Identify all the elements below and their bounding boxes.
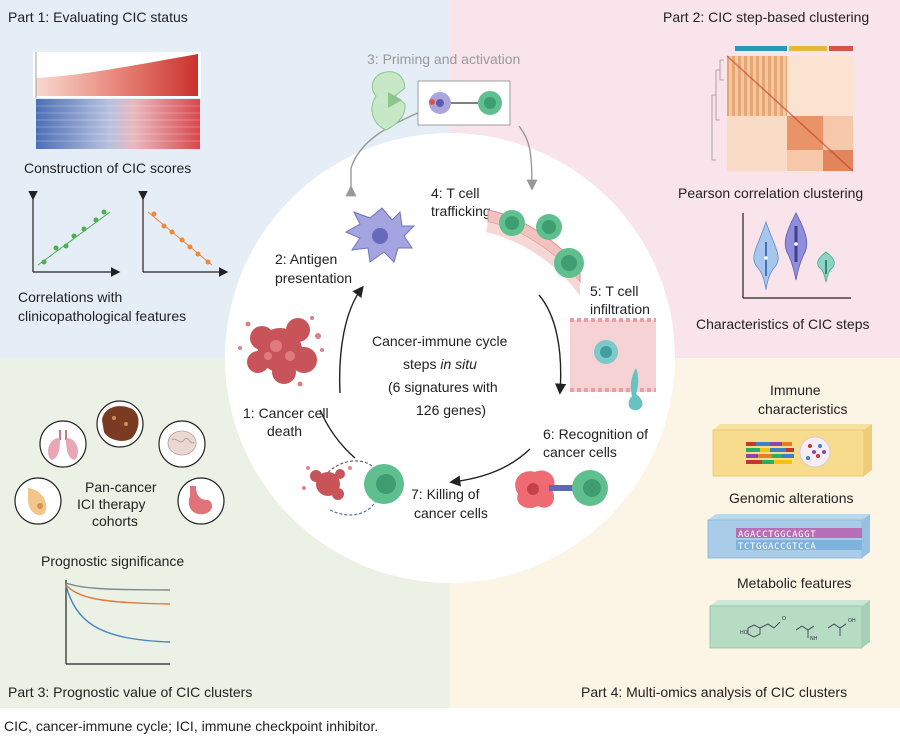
lung-icon [39,420,87,468]
immune-label-line2: characteristics [758,401,847,417]
metabolic-label: Metabolic features [737,575,851,591]
vessel-illustration [486,209,584,296]
positive-correlation-plot [28,190,121,277]
negative-correlation-plot [138,190,229,277]
step1-label-line2: death [267,423,302,439]
recognition-illustration [515,470,608,509]
cohort-label-line3: cohorts [92,513,138,529]
metabolic-box: HO O NH OH [709,600,870,649]
center-label-line1: Cancer-immune cycle [372,333,508,349]
svg-text:NH: NH [810,636,818,642]
cohort-label-line1: Pan-cancer [85,479,157,495]
part1-title: Part 1: Evaluating CIC status [8,9,188,25]
pearson-clustering-label: Pearson correlation clustering [678,185,863,201]
step2-label-line2: presentation [275,270,352,286]
correlations-label-line2: clinicopathological features [18,308,186,324]
immune-box [712,424,872,477]
genomic-label: Genomic alterations [729,490,854,506]
killing-illustration [302,460,404,516]
center-label-line2: steps in situ [403,356,477,372]
step5-label-line2: infiltration [590,301,650,317]
figure-caption: CIC, cancer-immune cycle; ICI, immune ch… [4,718,379,734]
step1-label-line1: 1: Cancer cell [243,405,329,421]
infiltration-illustration [570,318,656,411]
survival-curves-plot [65,580,171,665]
dna-top-strand: AGACCTGGCAGGT [738,530,816,540]
priming-illustration [371,71,511,131]
stomach-icon [177,477,225,525]
correlations-label-line1: Correlations with [18,289,122,305]
brain-icon [158,420,206,468]
dna-bottom-strand: TCTGGACCGTCCA [738,542,816,552]
breast-icon [14,477,62,525]
step4-label-line2: trafficking [431,203,491,219]
cohort-label-line2: ICI therapy [77,496,145,512]
immune-label-line1: Immune [770,382,821,398]
organ-icons [14,400,225,525]
prognostic-label: Prognostic significance [41,553,184,569]
part2-title: Part 2: CIC step-based clustering [663,9,869,25]
step7-label-line2: cancer cells [414,505,488,521]
cic-score-heatmap [33,52,201,149]
svg-text:O: O [782,616,786,622]
dendritic-cell-illustration [344,207,416,263]
part3-title: Part 3: Prognostic value of CIC clusters [8,684,252,700]
svg-text:OH: OH [848,618,856,624]
pearson-correlation-heatmap [711,46,854,172]
part4-title: Part 4: Multi-omics analysis of CIC clus… [581,684,847,700]
step4-label-line1: 4: T cell [431,185,480,201]
genomic-box: AGACCTGGCAGGT TCTGGACCGTCCA [707,514,870,559]
cic-steps-label: Characteristics of CIC steps [696,316,870,332]
center-label-line3: (6 signatures with [388,379,498,395]
violin-plot [742,212,851,299]
center-label-line4: 126 genes) [416,402,486,418]
dying-tumor-cell-illustration [238,316,324,387]
liver-icon [96,400,144,448]
step7-label-line1: 7: Killing of [411,486,480,502]
step6-label-line1: 6: Recognition of [543,426,648,442]
step6-label-line2: cancer cells [543,444,617,460]
svg-text:HO: HO [740,630,748,636]
step3-label: 3: Priming and activation [367,51,520,67]
cycle-arrows [319,111,567,487]
step5-label-line1: 5: T cell [590,283,639,299]
step2-label-line1: 2: Antigen [275,251,337,267]
cic-scores-label: Construction of CIC scores [24,160,191,176]
